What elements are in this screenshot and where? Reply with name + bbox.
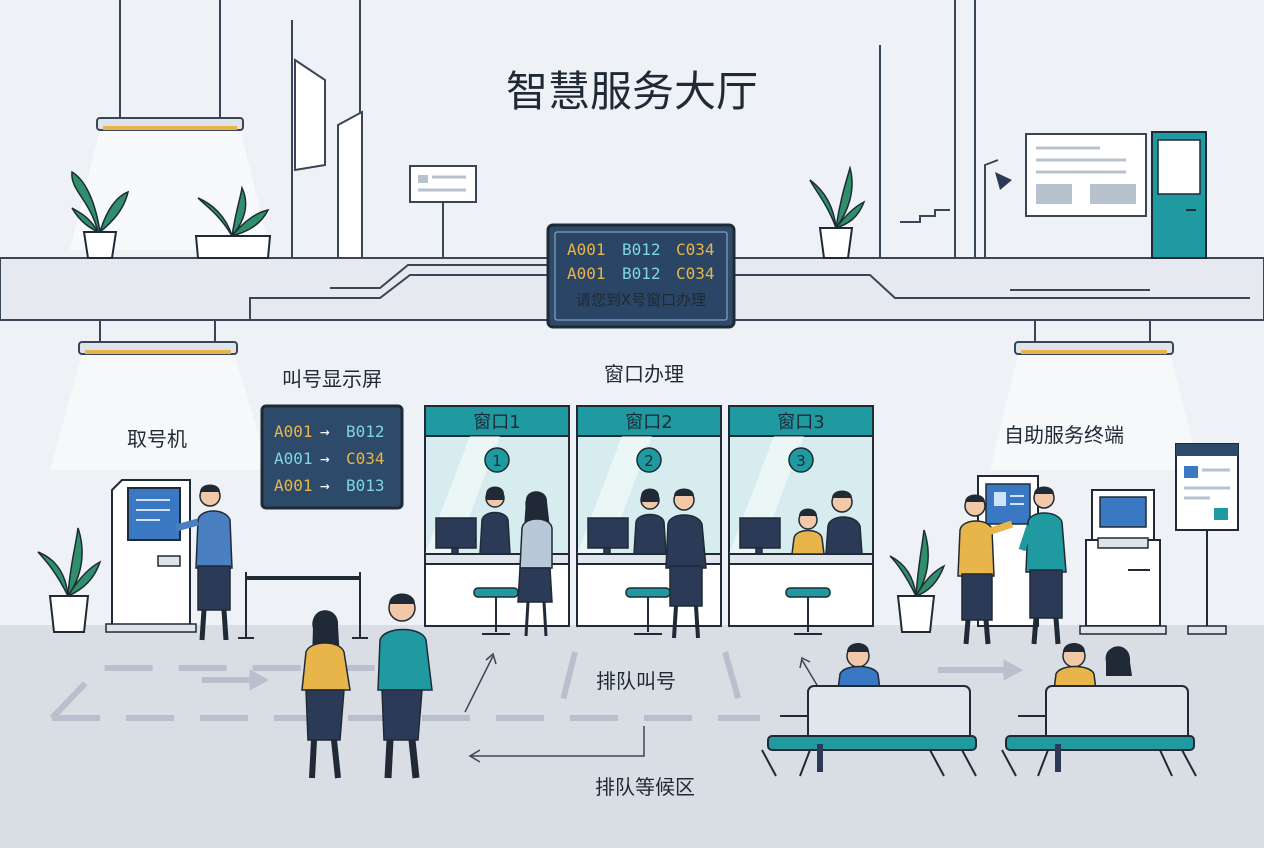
call-row-from: A001 bbox=[274, 476, 313, 495]
waiting-bench bbox=[1001, 643, 1197, 777]
page-title: 智慧服务大厅 bbox=[506, 67, 758, 116]
ticket-kiosk[interactable] bbox=[105, 479, 197, 633]
info-stand bbox=[1175, 443, 1239, 635]
customer bbox=[825, 490, 863, 555]
window-number-badge bbox=[636, 447, 662, 473]
window-number: 3 bbox=[796, 452, 806, 470]
call-row-from: A001 bbox=[274, 449, 313, 468]
waiting-person bbox=[301, 610, 351, 779]
main-display-cell: A001 bbox=[567, 240, 606, 259]
waiting-bench bbox=[761, 643, 977, 777]
main-display-cell: C034 bbox=[676, 264, 715, 283]
mezzanine-lines bbox=[249, 264, 1250, 320]
call-row-arrow: → bbox=[320, 476, 330, 495]
ceiling-lamp bbox=[50, 320, 270, 470]
person-at-kiosk bbox=[175, 484, 233, 641]
window-number-badge bbox=[484, 447, 510, 473]
main-display-cell: C034 bbox=[676, 240, 715, 259]
potted-plant bbox=[889, 529, 946, 633]
clerk bbox=[633, 488, 667, 555]
windows-section-label: 窗口办理 bbox=[604, 362, 684, 386]
waiting-person bbox=[377, 593, 433, 779]
person-at-terminal bbox=[957, 494, 1014, 645]
call-row-arrow: → bbox=[320, 449, 330, 468]
wall-lamp bbox=[984, 159, 1012, 258]
queue-barrier bbox=[238, 572, 368, 639]
ceiling-lamp bbox=[990, 320, 1200, 470]
main-call-display: A001 B012 C034 A001 B012 C034 请您到X号窗口办理 bbox=[546, 223, 736, 329]
person-at-terminal bbox=[1018, 486, 1067, 645]
door bbox=[1151, 131, 1207, 259]
queue-label: 排队叫号 bbox=[596, 669, 676, 693]
window-title: 窗口3 bbox=[777, 412, 824, 433]
upper-architecture bbox=[0, 0, 1264, 259]
main-display-message: 请您到X号窗口办理 bbox=[576, 291, 706, 309]
notice-board bbox=[1025, 133, 1147, 217]
customer bbox=[665, 488, 707, 639]
main-display-cell: A001 bbox=[567, 264, 606, 283]
call-display-screen: A001 → B012 A001 → C034 A001 → B013 bbox=[260, 404, 404, 510]
call-row-to: B012 bbox=[346, 422, 385, 441]
info-sign bbox=[409, 165, 477, 258]
window-title: 窗口1 bbox=[473, 412, 520, 433]
window-number: 2 bbox=[644, 452, 654, 470]
floor-arrows bbox=[202, 659, 1024, 691]
call-row-arrow: → bbox=[320, 422, 330, 441]
kiosk-label: 取号机 bbox=[127, 427, 187, 451]
self-service-terminal[interactable] bbox=[1079, 489, 1167, 635]
window-title: 窗口2 bbox=[625, 412, 672, 433]
desk-monitor bbox=[435, 517, 781, 555]
waiting-area-label: 排队等候区 bbox=[595, 775, 695, 799]
potted-plant bbox=[71, 170, 130, 259]
clerk bbox=[791, 508, 825, 555]
call-row-from: A001 bbox=[274, 422, 313, 441]
call-display-label: 叫号显示屏 bbox=[282, 367, 382, 391]
potted-plant bbox=[37, 527, 102, 633]
clerk bbox=[479, 486, 511, 555]
window-number-badge bbox=[788, 447, 814, 473]
call-row-to: B013 bbox=[346, 476, 385, 495]
call-row-to: C034 bbox=[346, 449, 385, 468]
main-display-cell: B012 bbox=[622, 264, 661, 283]
main-display-cell: B012 bbox=[622, 240, 661, 259]
customer bbox=[517, 491, 553, 637]
window-number: 1 bbox=[492, 452, 502, 470]
stairs bbox=[900, 209, 950, 223]
potted-plant bbox=[194, 185, 272, 259]
potted-plant bbox=[809, 165, 866, 259]
self-service-label: 自助服务终端 bbox=[1004, 423, 1124, 447]
